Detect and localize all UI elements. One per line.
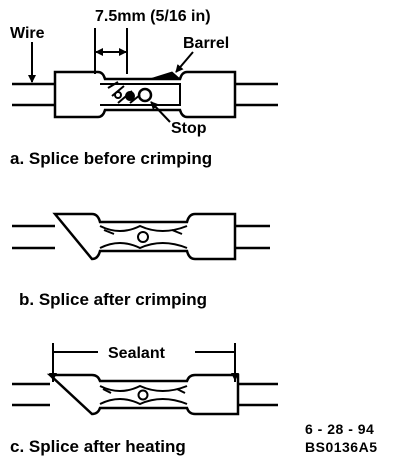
panel-c-wire-right xyxy=(238,382,278,407)
barrel-label: Barrel xyxy=(183,35,229,52)
reference-code: BS0136A5 xyxy=(305,439,378,455)
panel-b-stop xyxy=(137,231,149,243)
dimension-label: 7.5mm (5/16 in) xyxy=(95,8,211,25)
panel-a-barrel-body xyxy=(100,81,181,106)
panel-a-wire-left xyxy=(12,82,55,107)
panel-b-wire-left xyxy=(12,224,55,250)
panel-a-sleeve xyxy=(53,70,237,119)
panel-a-stop xyxy=(137,87,153,103)
caption-c: c. Splice after heating xyxy=(10,437,186,456)
stop-leader xyxy=(150,101,171,123)
panel-a-wire-right xyxy=(235,82,278,107)
panel-b-sleeve xyxy=(52,212,237,261)
panel-c-splice-after-heating xyxy=(12,373,278,416)
panel-c-sleeve xyxy=(46,373,240,416)
wire-label: Wire xyxy=(10,25,45,42)
panel-c-stop xyxy=(137,389,149,401)
sealant-label: Sealant xyxy=(108,345,166,362)
barrel-leader xyxy=(175,51,194,73)
panel-a-barrel-wedge xyxy=(149,71,182,80)
reference-date: 6 - 28 - 94 xyxy=(305,421,374,437)
panel-c-shrunk-barrel xyxy=(99,384,188,406)
panel-b-crimped-barrel xyxy=(99,224,188,250)
panel-a-annotations xyxy=(28,28,194,123)
panel-b-wire-right xyxy=(235,224,270,250)
panel-a-splice-before-crimping xyxy=(12,70,278,119)
panel-c-wire-left xyxy=(12,382,50,407)
caption-b: b. Splice after crimping xyxy=(19,290,207,309)
panel-b-splice-after-crimping xyxy=(12,212,270,261)
stop-label: Stop xyxy=(171,120,207,137)
caption-a: a. Splice before crimping xyxy=(10,149,212,168)
